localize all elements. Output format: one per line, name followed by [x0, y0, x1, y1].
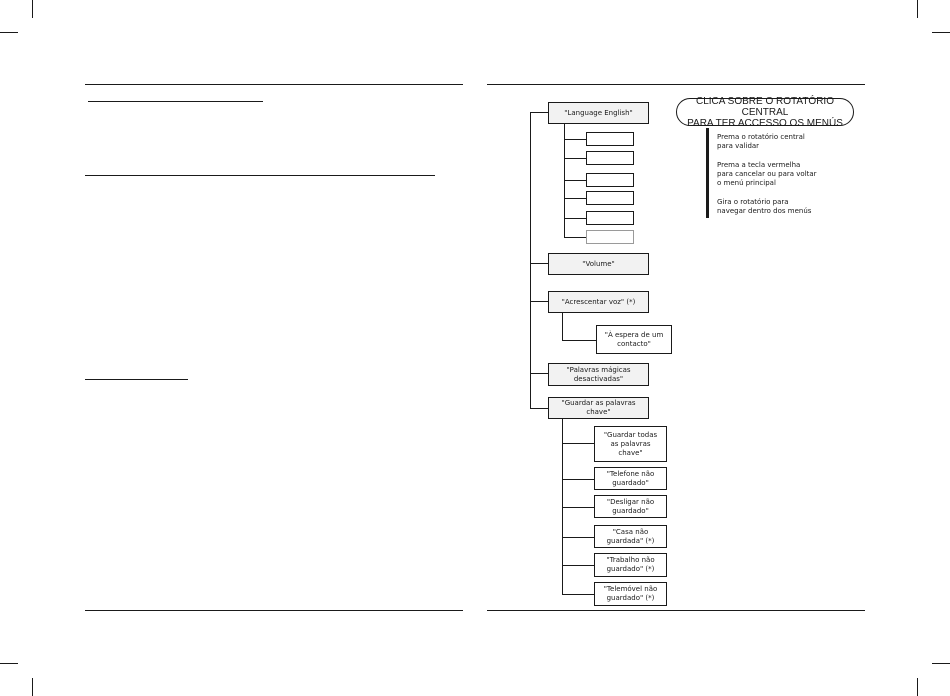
- save-item-all[interactable]: "Guardar todas as palavras chave": [594, 426, 667, 462]
- save-sub-branch-4: [562, 537, 594, 538]
- branch-save-keywords: [530, 408, 548, 409]
- add-voice-sub-branch: [562, 340, 596, 341]
- branch-add-voice: [530, 301, 548, 302]
- crop-mark-bottom-left-v: [32, 678, 33, 696]
- save-item-hangup[interactable]: "Desligar não guardado": [594, 495, 667, 518]
- save-sub-branch-3: [562, 507, 594, 508]
- crop-mark-top-left-h: [0, 32, 18, 33]
- right-page-top-rule: [487, 84, 865, 85]
- save-sub-branch-2: [562, 479, 594, 480]
- instruction-cancel: Prema a tecla vermelha para cancelar ou …: [717, 161, 817, 187]
- left-heading-underline-3: [85, 379, 188, 380]
- tree-main-spine: [530, 112, 531, 409]
- menu-save-keywords[interactable]: "Guardar as palavras chave": [548, 397, 649, 419]
- save-sub-branch-5: [562, 565, 594, 566]
- rotary-header-pill: CLICA SOBRE O ROTATÓRIO CENTRAL PARA TER…: [676, 95, 854, 129]
- lang-sub-branch-5: [564, 218, 586, 219]
- save-sub-branch-1: [562, 443, 594, 444]
- menu-language[interactable]: "Language English": [548, 102, 649, 124]
- menu-waiting-contact[interactable]: "À espera de um contacto": [596, 325, 672, 354]
- add-voice-sub-spine: [562, 311, 563, 340]
- rotary-header-line-2: PARA TER ACCESSO OS MENÚS: [687, 117, 843, 129]
- language-option-1[interactable]: [586, 132, 634, 146]
- lang-sub-branch-1: [564, 139, 586, 140]
- crop-mark-top-left-v: [32, 0, 33, 18]
- left-page-top-rule: [85, 84, 463, 85]
- language-option-4[interactable]: [586, 191, 634, 205]
- rotary-header-line-1: CLICA SOBRE O ROTATÓRIO CENTRAL: [696, 95, 834, 118]
- save-item-mobile[interactable]: "Telemóvel não guardado" (*): [594, 582, 667, 606]
- crop-mark-top-right-v: [917, 0, 918, 18]
- language-option-3[interactable]: [586, 173, 634, 187]
- menu-volume[interactable]: "Volume": [548, 253, 649, 275]
- branch-language: [530, 112, 548, 113]
- crop-mark-bottom-right-v: [917, 678, 918, 696]
- crop-mark-top-right-h: [932, 32, 950, 33]
- instructions-bar: [706, 128, 709, 218]
- left-heading-underline-1: [88, 101, 263, 102]
- save-sub-spine: [562, 418, 563, 594]
- left-heading-underline-2: [85, 175, 435, 176]
- language-option-5[interactable]: [586, 211, 634, 225]
- branch-volume: [530, 263, 548, 264]
- lang-sub-branch-4: [564, 198, 586, 199]
- language-option-6[interactable]: [586, 230, 634, 244]
- language-option-2[interactable]: [586, 151, 634, 165]
- save-item-phone[interactable]: "Telefone não guardado": [594, 467, 667, 490]
- branch-magic-words: [530, 373, 548, 374]
- left-page-bottom-rule: [85, 610, 463, 611]
- menu-magic-words[interactable]: "Palavras mágicas desactivadas": [548, 363, 649, 386]
- save-item-home[interactable]: "Casa não guardada" (*): [594, 525, 667, 548]
- lang-sub-branch-2: [564, 158, 586, 159]
- lang-sub-branch-6: [564, 237, 586, 238]
- crop-mark-bottom-left-h: [0, 663, 18, 664]
- save-sub-branch-6: [562, 594, 594, 595]
- save-item-work[interactable]: "Trabalho não guardado" (*): [594, 553, 667, 577]
- lang-sub-branch-3: [564, 180, 586, 181]
- instruction-validate: Prema o rotatório central para validar: [717, 133, 805, 150]
- menu-add-voice[interactable]: "Acrescentar voz" (*): [548, 291, 649, 313]
- instruction-navigate: Gira o rotatório para navegar dentro dos…: [717, 198, 812, 215]
- right-page-bottom-rule: [487, 610, 865, 611]
- crop-mark-bottom-right-h: [932, 663, 950, 664]
